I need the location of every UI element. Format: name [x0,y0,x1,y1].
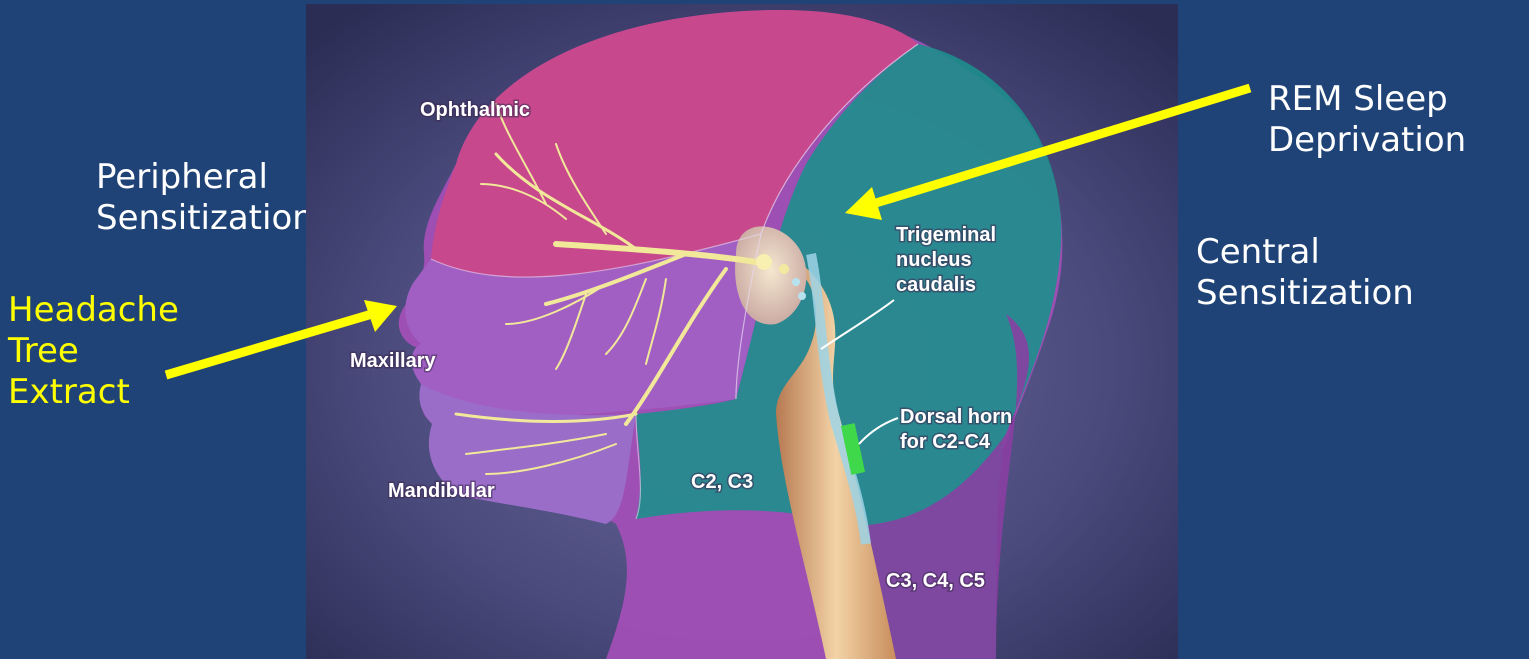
trigeminal-label-line2: nucleus [896,249,972,271]
central-sensitization-label: Central Sensitization [1196,232,1414,314]
dorsal-horn-label-line2: for C2-C4 [900,431,991,453]
dorsal-horn-label-line1: Dorsal horn [900,406,1012,428]
rem-sleep-deprivation-label: REM Sleep Deprivation [1268,79,1466,161]
headache-tree-extract-label: Headache Tree Extract [8,290,179,413]
c3-c4-c5-label: C3, C4, C5 [886,570,985,592]
c2-c3-label: C2, C3 [691,471,753,493]
trigeminal-label-line3: caudalis [896,274,976,296]
head-nerve-illustration: Ophthalmic Maxillary Mandibular C2, C3 C… [306,4,1178,659]
illustration-svg: Ophthalmic Maxillary Mandibular C2, C3 C… [306,4,1178,659]
mandibular-label: Mandibular [388,480,495,502]
peripheral-sensitization-label: Peripheral Sensitization [96,157,314,239]
nerve-ganglion [756,254,772,270]
trigeminal-label-line1: Trigeminal [896,224,996,246]
ophthalmic-label: Ophthalmic [420,99,530,121]
maxillary-label: Maxillary [350,350,436,372]
